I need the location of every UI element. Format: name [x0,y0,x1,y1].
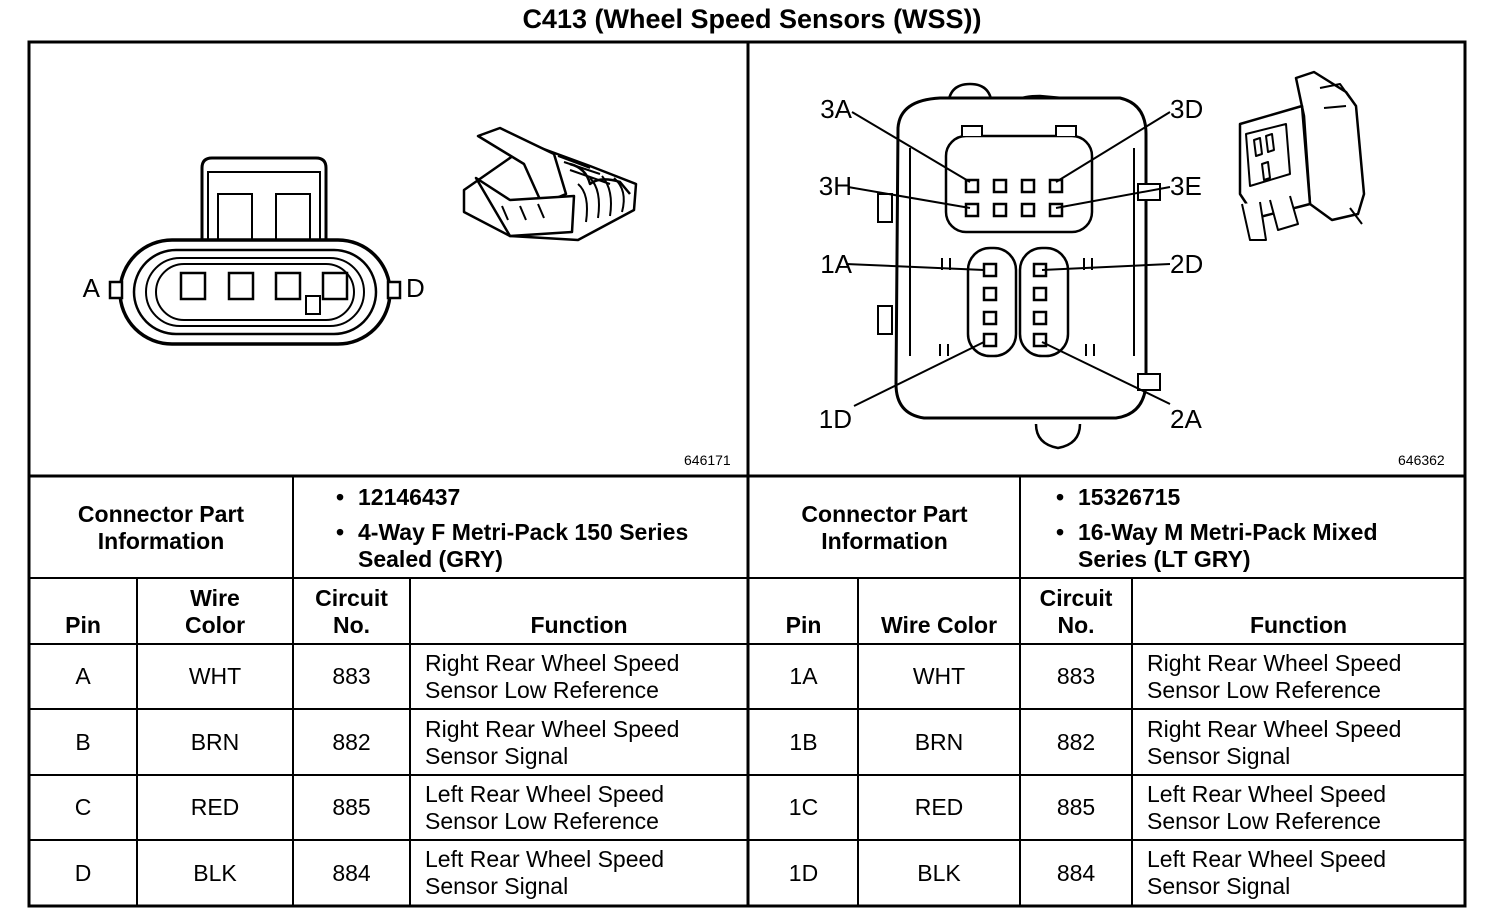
header-wire-color-left: Wire Color [184,585,246,638]
pin-label-2d: 2D [1170,249,1203,279]
pin-label-3h: 3H [819,171,852,201]
table-row-function: Left Rear Wheel Speed Sensor Low Referen… [425,780,665,834]
table-row-circuit: 882 [332,729,371,755]
pin-label-3a: 3A [820,94,852,124]
left-connector-diagram: A D [83,126,638,346]
pin-label-a: A [83,273,101,303]
table-row-pin: D [74,859,92,886]
part-number-left: 12146437 [332,484,742,511]
part-number-right: 15326715 [1052,484,1452,511]
table-row-circuit: 884 [1056,859,1096,886]
pin-label-d: D [406,273,425,303]
table-row-wire: RED [190,794,240,820]
part-info-right: 15326715 16-Way M Metri-Pack Mixed Serie… [1052,484,1452,573]
pin-label-3e: 3E [1170,171,1202,201]
part-description-left: 4-Way F Metri-Pack 150 Series Sealed (GR… [332,519,742,573]
table-row-circuit: 883 [1056,663,1096,689]
table-row-circuit: 885 [1056,794,1096,820]
table-row-pin: A [75,663,91,689]
table-row-function: Right Rear Wheel Speed Sensor Low Refere… [1147,649,1402,703]
header-wire-color-right: Wire Color [880,612,998,638]
part-info-left: 12146437 4-Way F Metri-Pack 150 Series S… [332,484,742,573]
pin-label-1a: 1A [820,249,852,279]
figure-id-right: 646362 [1398,452,1445,468]
part-description-right: 16-Way M Metri-Pack Mixed Series (LT GRY… [1052,519,1378,573]
page-title: C413 (Wheel Speed Sensors (WSS)) [522,4,982,34]
header-pin-left: Pin [65,612,101,638]
table-row-wire: BLK [917,859,961,886]
table-row-pin: 1B [789,729,818,755]
table-row-circuit: 884 [332,859,371,886]
connector-info-label-left: Connector Part Information [77,500,245,554]
table-row-function: Right Rear Wheel Speed Sensor Signal [1147,715,1402,769]
table-row-circuit: 885 [332,794,371,820]
table-row-function: Left Rear Wheel Speed Sensor Low Referen… [1147,780,1387,834]
table-row-pin: 1C [788,794,819,820]
header-function-left: Function [530,612,628,638]
table-row-wire: WHT [912,663,966,689]
right-connector-diagram: 3A 3H 1A 1D 3D 3E 2D 2A [819,70,1366,450]
table-row-pin: 1D [788,859,819,886]
connector-info-label-right: Connector Part Information [801,500,968,554]
table-row-wire: RED [914,794,964,820]
pin-label-3d: 3D [1170,94,1203,124]
table-row-wire: BLK [193,859,237,886]
table-row-function: Left Rear Wheel Speed Sensor Signal [1147,846,1387,899]
pin-label-2a: 2A [1170,404,1202,434]
table-row-pin: B [75,729,91,755]
header-function-right: Function [1249,612,1348,638]
table-row-circuit: 882 [1056,729,1096,755]
header-circuit-left: Circuit No. [315,585,388,638]
table-row-wire: WHT [188,663,242,689]
table-row-wire: BRN [914,729,964,755]
table-row-function: Right Rear Wheel Speed Sensor Low Refere… [425,649,680,703]
table-row-function: Right Rear Wheel Speed Sensor Signal [425,715,680,769]
table-row-function: Left Rear Wheel Speed Sensor Signal [425,846,665,899]
table-row-wire: BRN [190,729,240,755]
table-row-circuit: 883 [332,663,371,689]
header-pin-right: Pin [785,612,822,638]
table-row-pin: C [74,794,92,820]
table-row-pin: 1A [789,663,818,689]
pin-label-1d: 1D [819,404,852,434]
header-circuit-right: Circuit No. [1039,585,1113,638]
figure-id-left: 646171 [684,452,731,468]
